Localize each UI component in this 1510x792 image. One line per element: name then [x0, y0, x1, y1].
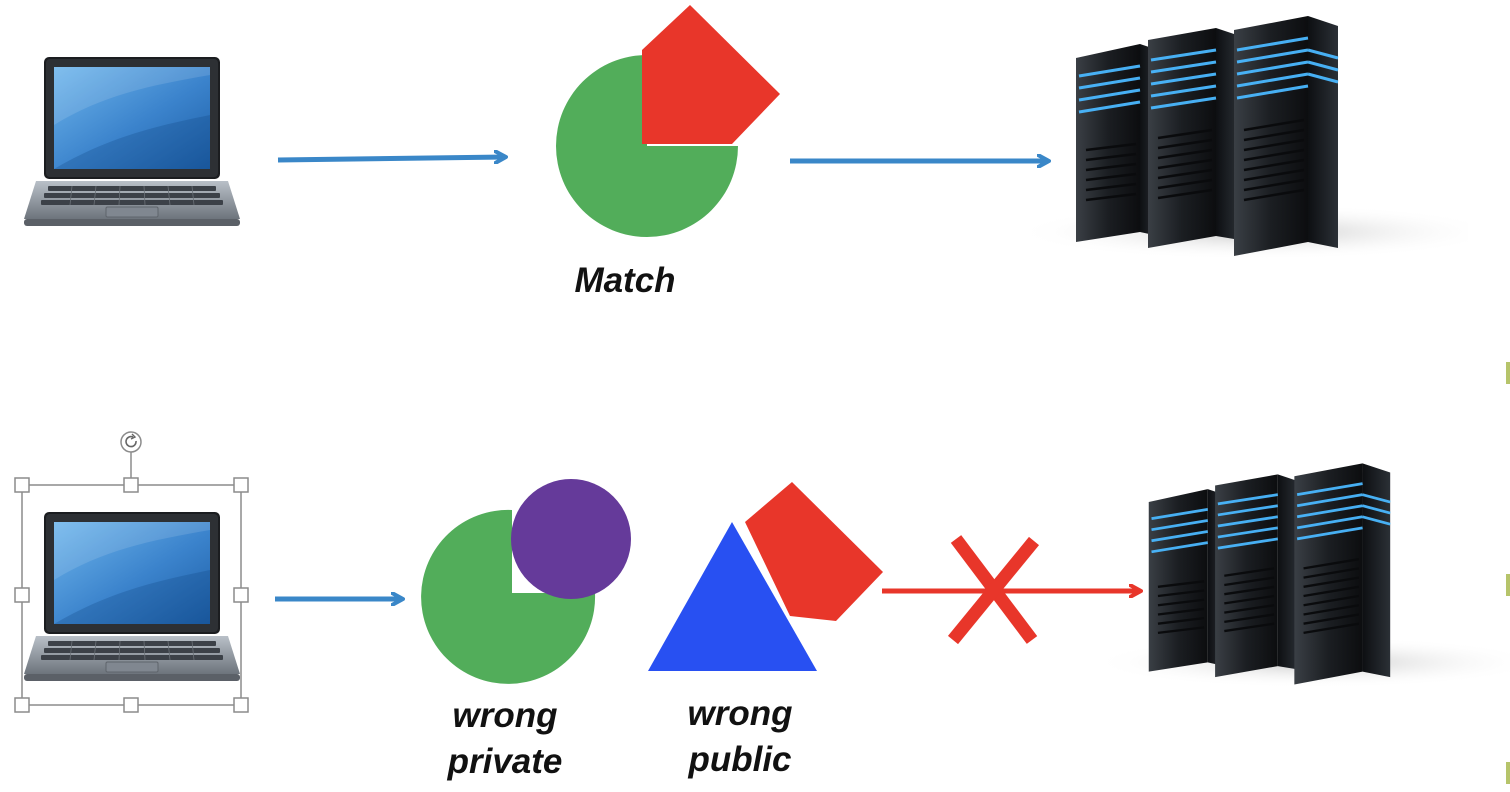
wrong-private-line-1: wrong — [452, 696, 558, 735]
client-laptop-icon — [23, 511, 241, 682]
wrong-private-line-2: private — [447, 742, 563, 781]
server-rack-icon — [1089, 461, 1510, 690]
match-scenario — [23, 5, 1468, 260]
selection-box[interactable] — [14, 431, 249, 713]
wrong-private-key — [421, 479, 631, 684]
private-key-shape — [421, 509, 596, 684]
client-to-key-arrow — [277, 157, 505, 160]
x-mark-icon — [947, 535, 1040, 645]
private-key-shape — [556, 55, 738, 237]
public-key-shape — [642, 5, 780, 144]
rotate-handle-icon[interactable] — [120, 431, 142, 453]
matching-key-pair — [556, 5, 780, 237]
edge-marker — [1506, 762, 1510, 784]
wrong-public-triangle — [648, 522, 817, 671]
wrong-public-line-1: wrong — [687, 694, 793, 733]
wrong-private-label: wrong private — [420, 693, 590, 785]
wrong-public-label: wrong public — [660, 691, 820, 783]
match-label: Match — [574, 261, 676, 300]
edge-marker — [1506, 362, 1510, 384]
wrong-public-key — [648, 482, 883, 671]
public-key-shape — [745, 482, 883, 621]
edge-marker — [1506, 574, 1510, 596]
mismatch-scenario — [14, 431, 1510, 713]
client-laptop-icon — [23, 56, 241, 227]
wrong-public-line-2: public — [688, 740, 792, 779]
server-rack-icon — [1011, 14, 1468, 260]
resize-handles[interactable] — [14, 477, 249, 713]
wrong-private-circle — [511, 479, 631, 599]
